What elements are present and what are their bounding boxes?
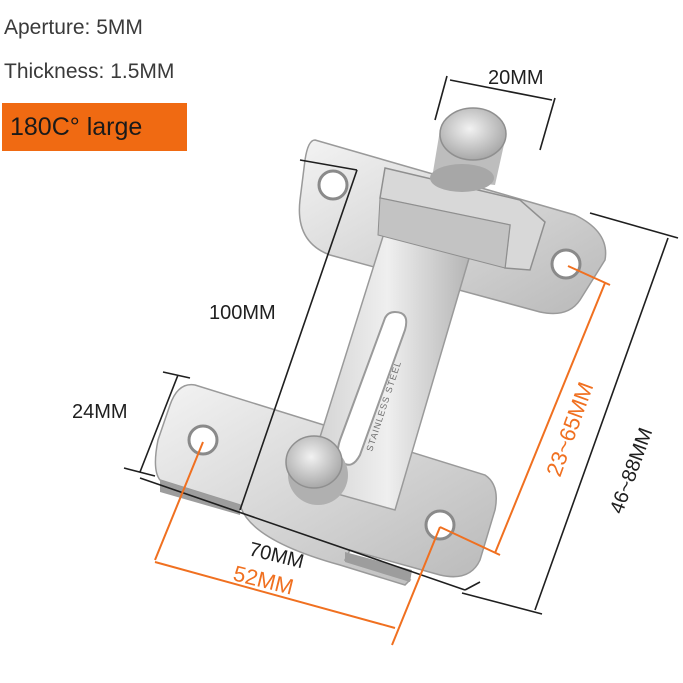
plate-height-label: 24MM (72, 401, 128, 423)
accent-dimension-lines (154, 265, 611, 646)
upper-left-hole (317, 169, 349, 201)
lower-left-hole (187, 424, 219, 456)
top-knob (430, 107, 507, 192)
aperture-spec: Aperture: 5MM (4, 16, 143, 39)
total-range-label: 46~88MM (606, 425, 657, 517)
dimension-lines (123, 75, 679, 615)
upper-right-hole (550, 248, 582, 280)
guide-bracket (377, 167, 546, 271)
slide-range-label: 23~65MM (541, 379, 598, 480)
thickness-spec: Thickness: 1.5MM (4, 60, 175, 83)
length-label: 100MM (209, 302, 276, 324)
lower-right-hole (424, 509, 456, 541)
knob-width-label: 20MM (488, 67, 544, 89)
bottom-knob (285, 435, 348, 505)
size-badge: 180C° large (2, 103, 187, 151)
slide-bar: STAINLESS STEEL (304, 229, 471, 511)
